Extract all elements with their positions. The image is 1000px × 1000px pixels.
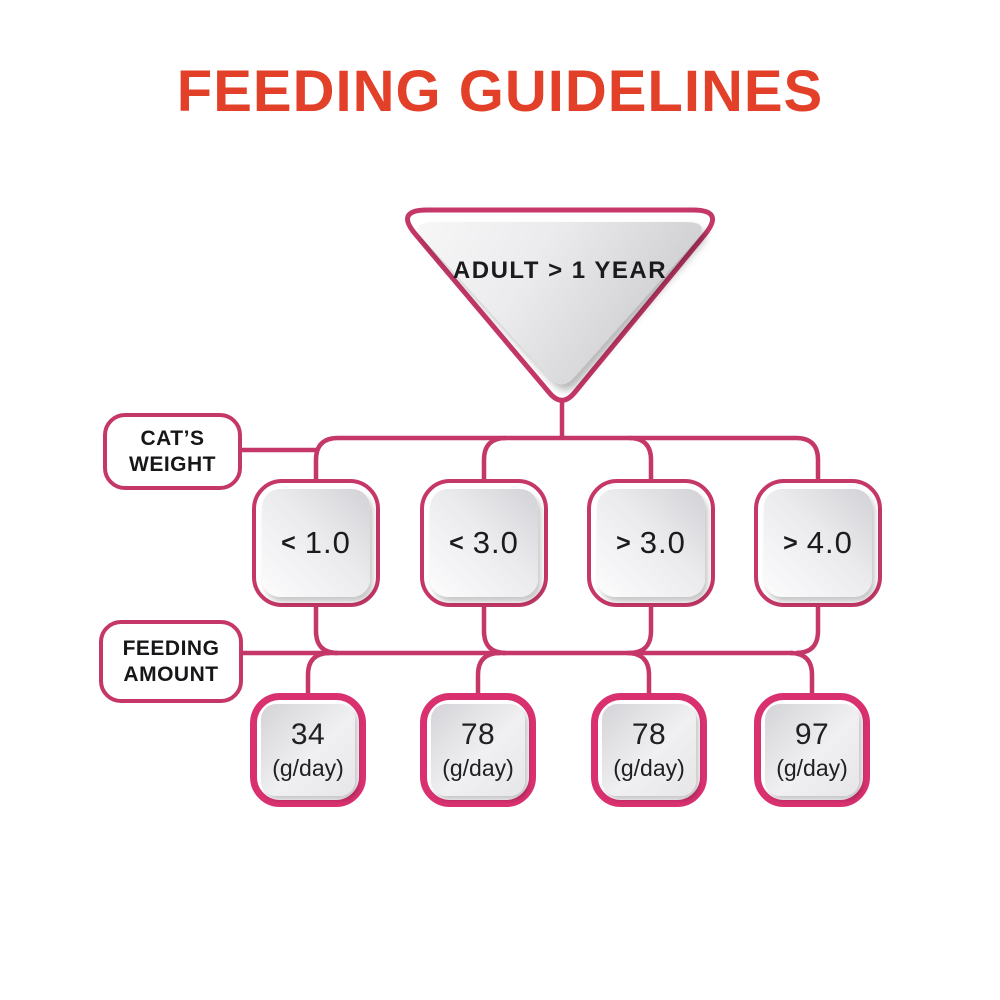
- amount-unit: (g/day): [613, 755, 685, 781]
- row-label-line: CAT’S: [140, 426, 205, 450]
- weight-comparator: <: [281, 528, 296, 557]
- row-label-feeding-amount: FEEDING AMOUNT: [99, 620, 243, 703]
- amount-value: 97: [794, 718, 830, 751]
- weight-node-panel: > 3.0: [597, 489, 705, 597]
- amount-node-3: 78 (g/day): [591, 693, 707, 807]
- amount-value: 78: [460, 718, 496, 751]
- amount-unit: (g/day): [272, 755, 344, 781]
- weight-comparator: >: [616, 528, 631, 557]
- row-label-line: AMOUNT: [123, 662, 219, 686]
- connector-weight-branch-3: [628, 435, 654, 479]
- amount-node-panel: 78 (g/day): [431, 704, 525, 796]
- root-node-label: ADULT > 1 YEAR: [452, 257, 668, 284]
- amount-unit: (g/day): [776, 755, 848, 781]
- amount-unit: (g/day): [442, 755, 514, 781]
- connector-weight-stub-3: [628, 607, 654, 656]
- connector-amount-drop-4: [789, 650, 815, 694]
- connector-amount-drop-1: [305, 650, 331, 694]
- amount-node-panel: 97 (g/day): [765, 704, 859, 796]
- page-title: FEEDING GUIDELINES: [176, 59, 824, 124]
- weight-comparator: >: [783, 528, 798, 557]
- weight-value: 1.0: [304, 525, 351, 560]
- row-label-line: FEEDING: [122, 636, 220, 660]
- weight-comparator: <: [449, 528, 464, 557]
- connector-weight-stub-1: [313, 607, 339, 656]
- weight-node-2: < 3.0: [420, 479, 548, 607]
- weight-node-1: < 1.0: [252, 479, 380, 607]
- amount-node-2: 78 (g/day): [420, 693, 536, 807]
- weight-node-panel: > 4.0: [764, 489, 872, 597]
- amount-node-4: 97 (g/day): [754, 693, 870, 807]
- weight-node-4: > 4.0: [754, 479, 882, 607]
- row-label-cats-weight: CAT’S WEIGHT: [103, 413, 242, 490]
- weight-value: 3.0: [472, 525, 519, 560]
- amount-node-1: 34 (g/day): [250, 693, 366, 807]
- amount-node-panel: 78 (g/day): [602, 704, 696, 796]
- amount-value: 34: [290, 718, 326, 751]
- weight-node-panel: < 1.0: [262, 489, 370, 597]
- amount-node-panel: 34 (g/day): [261, 704, 355, 796]
- row-label-line: WEIGHT: [129, 452, 216, 476]
- connector-amount-drop-2: [475, 650, 501, 694]
- amount-value: 78: [631, 718, 667, 751]
- weight-value: 3.0: [639, 525, 686, 560]
- connector-weight-rail: [313, 435, 821, 479]
- weight-value: 4.0: [806, 525, 853, 560]
- connector-weight-stub-2: [481, 607, 507, 656]
- weight-node-panel: < 3.0: [430, 489, 538, 597]
- connector-amount-drop-3: [626, 650, 652, 694]
- weight-node-3: > 3.0: [587, 479, 715, 607]
- root-triangle-panel: [418, 222, 702, 385]
- connector-weight-branch-2: [481, 435, 507, 479]
- connector-weight-stub-4: [795, 607, 821, 656]
